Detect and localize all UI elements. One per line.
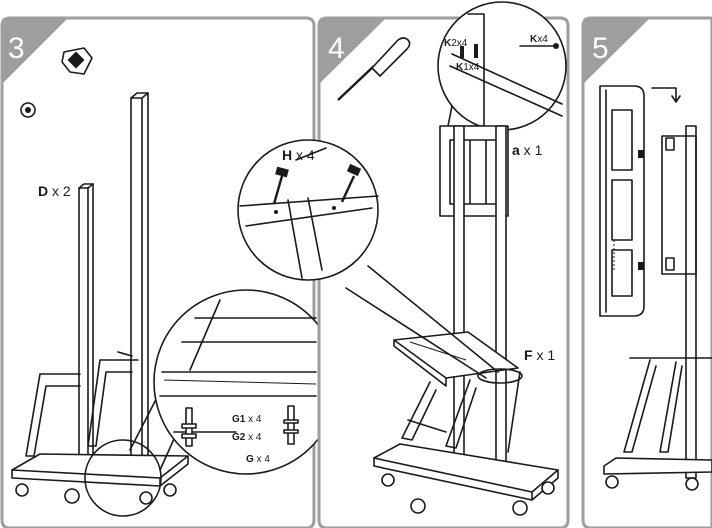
- step-badge-3: [2, 18, 68, 84]
- part-label-k2: K: [444, 38, 452, 49]
- svg-text:G2 x 4: G2 x 4: [232, 432, 262, 443]
- bolt-g2: [283, 405, 299, 445]
- panel-step-5: 5: [581, 16, 712, 528]
- screw-h-right: [340, 163, 362, 203]
- shelf-f: [393, 331, 523, 387]
- step-number-5: 5: [592, 32, 609, 65]
- bolt-g1: [181, 407, 197, 447]
- caster-wheels: [15, 483, 177, 505]
- svg-text:F x 1: F x 1: [524, 347, 555, 363]
- detail-magnifier-base: G1 x 4 G2 x 4 G x 4: [129, 289, 339, 475]
- part-label-g1: G1: [232, 414, 246, 425]
- hang-arrow-icon: [651, 87, 681, 103]
- part-label-f: F: [524, 347, 533, 363]
- part-label-d: D: [38, 183, 48, 199]
- part-label-h: H: [282, 147, 292, 163]
- panel-step-4: 4 K2x4 K1x4 Kx4: [237, 1, 570, 528]
- step-badge-5: [583, 18, 650, 84]
- svg-text:G1 x 4: G1 x 4: [232, 414, 262, 425]
- stand-step5: [603, 125, 712, 491]
- caster-wheels-step4: [381, 473, 555, 516]
- svg-text:K2x4: K2x4: [444, 38, 468, 49]
- step-badge-4: [319, 18, 386, 84]
- svg-text:G x 4: G x 4: [246, 454, 270, 465]
- screw-h-left: [272, 166, 289, 205]
- svg-text:Kx4: Kx4: [530, 34, 548, 45]
- svg-text:a x 1: a x 1: [512, 142, 543, 158]
- display-panel: [599, 85, 645, 317]
- base-plate: [11, 453, 189, 487]
- wrench-icon: [20, 47, 93, 118]
- panel-step-3: 3 D x 2: [0, 16, 339, 528]
- part-label-g: G: [246, 454, 254, 465]
- step-number-4: 4: [328, 32, 345, 65]
- detail-magnifier-screws: H x 4: [237, 139, 499, 379]
- step-number-3: 3: [8, 32, 25, 65]
- part-label-g2: G2: [232, 432, 246, 443]
- detail-magnifier-top: K2x4 K1x4 Kx4: [437, 1, 567, 131]
- part-label-k: K: [530, 34, 538, 45]
- svg-text:H x 4: H x 4: [282, 147, 315, 163]
- base-plate-step4: [373, 443, 559, 501]
- screwdriver-icon: [337, 37, 411, 101]
- svg-text:D x 2: D x 2: [38, 183, 71, 199]
- part-label-a: a: [512, 142, 520, 158]
- part-label-k1: K: [456, 62, 464, 73]
- svg-text:K1x4: K1x4: [456, 62, 480, 73]
